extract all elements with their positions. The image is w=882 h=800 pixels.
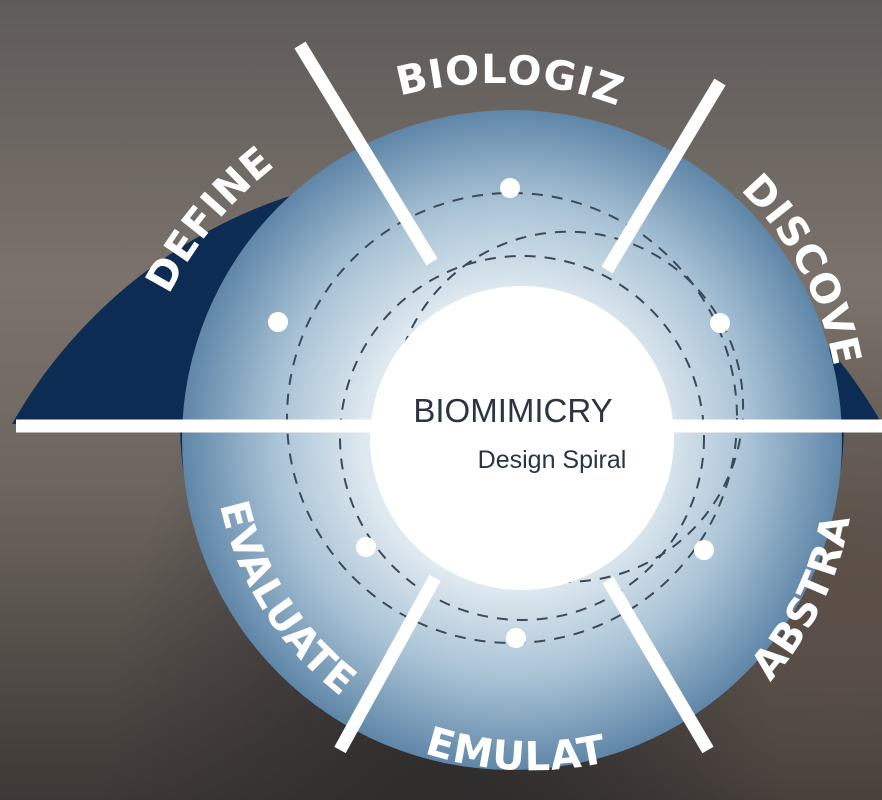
divider-biologize-discover <box>601 78 726 274</box>
orbit-dot <box>710 313 730 333</box>
orbit-dots <box>268 178 730 648</box>
orbit-dot <box>356 537 376 557</box>
segment-dividers <box>16 41 882 754</box>
orbit-dot <box>268 312 288 332</box>
inner-dashed-spiral <box>392 230 745 583</box>
orbit-dot <box>500 178 520 198</box>
divider-emulate-abstract <box>602 576 714 754</box>
orbit-dot <box>694 540 714 560</box>
diagram-subtitle: Design Spiral <box>478 446 627 474</box>
inner-dashed-circle <box>339 255 705 621</box>
divider-evaluate-emulate <box>334 574 441 754</box>
orbit-dot <box>506 628 526 648</box>
divider-define-biologize <box>294 41 438 266</box>
outer-dashed-orbit <box>286 192 738 644</box>
center-disc <box>370 286 674 590</box>
diagram-title: BIOMIMICRY <box>413 392 612 429</box>
